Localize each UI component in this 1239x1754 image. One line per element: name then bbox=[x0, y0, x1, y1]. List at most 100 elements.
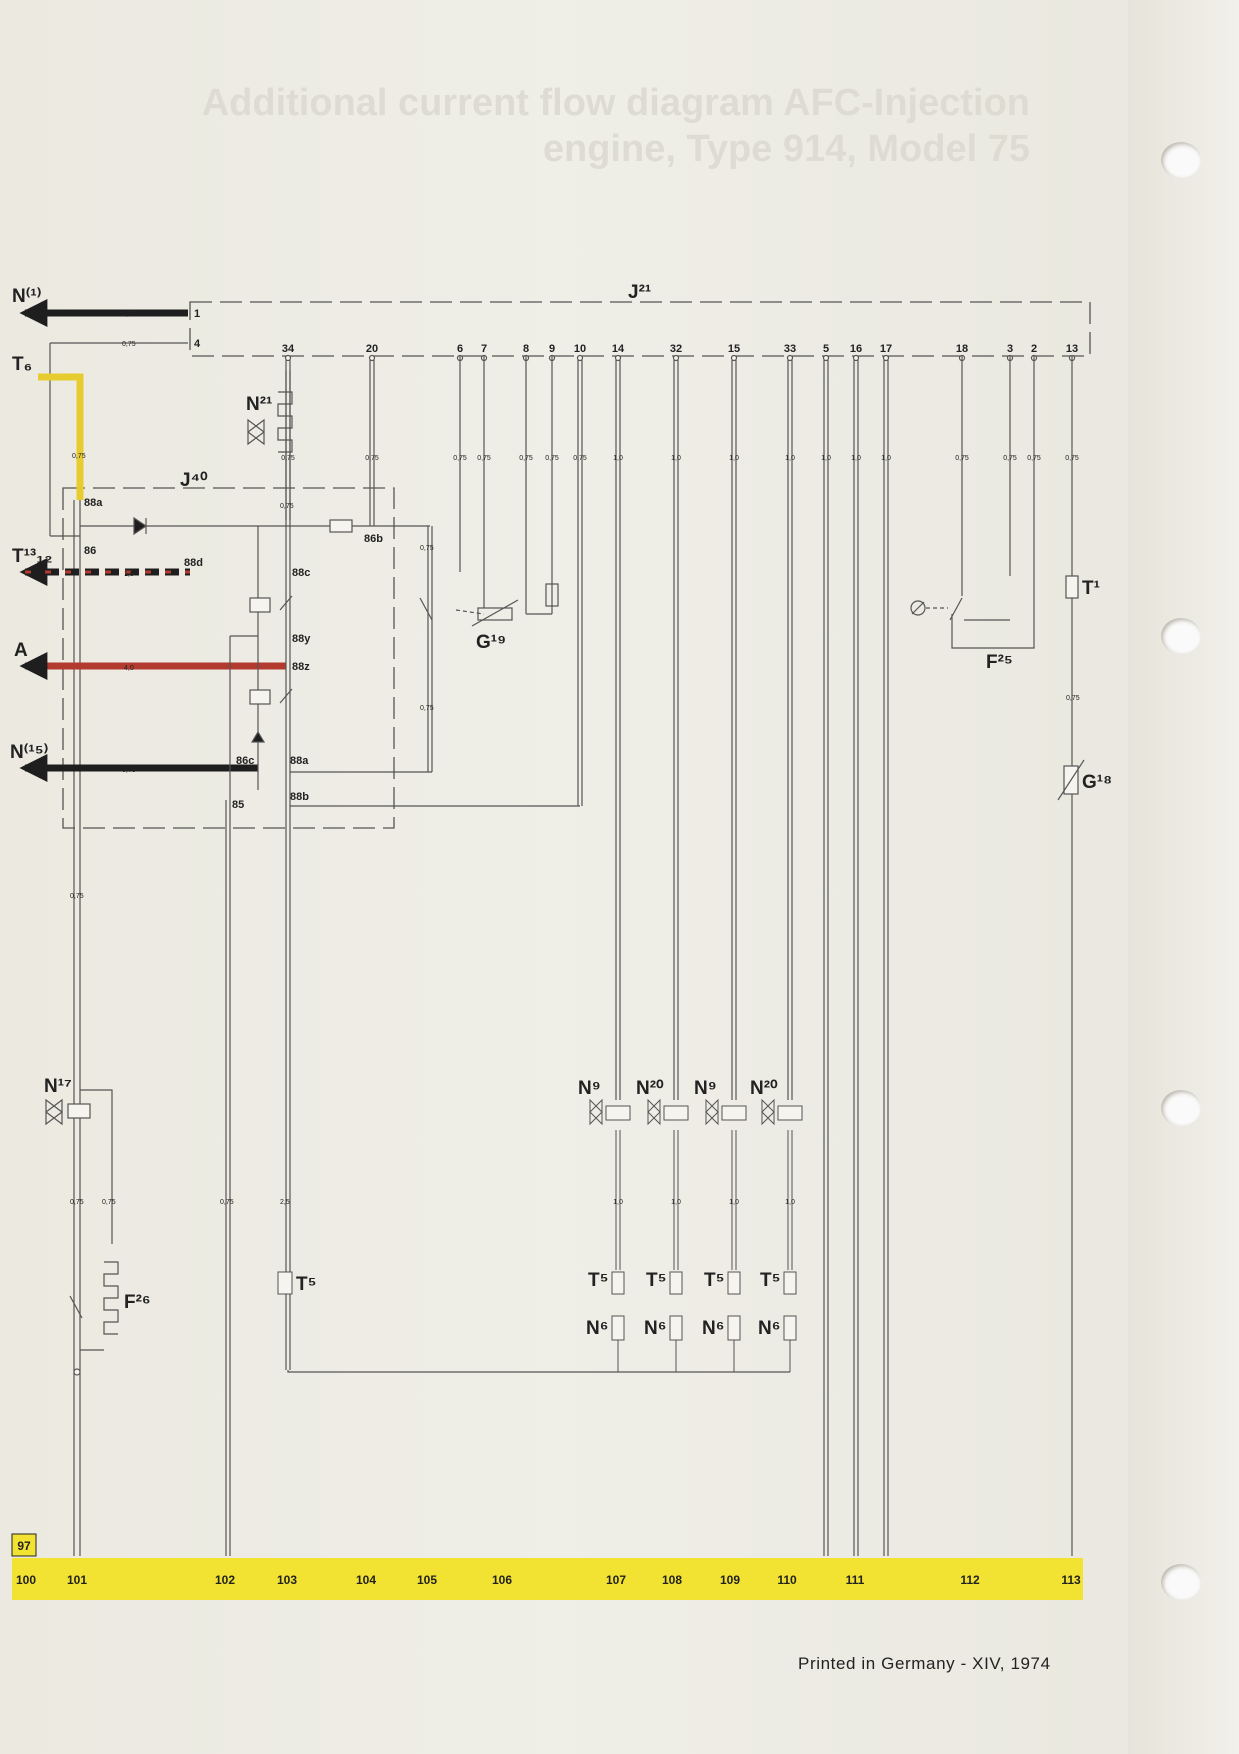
cold-start-group bbox=[45, 1089, 119, 1376]
gauge-label: 1,0 bbox=[729, 1199, 739, 1206]
pin-label-18: 18 bbox=[956, 343, 968, 355]
terminal-86b: 86b bbox=[364, 533, 383, 545]
injector-valve-icon bbox=[761, 1098, 775, 1126]
relay-j40-box bbox=[62, 487, 395, 829]
relay-switch-icon bbox=[279, 595, 293, 611]
resistor-icon bbox=[329, 519, 353, 533]
potentiometer-icon bbox=[477, 607, 513, 621]
relay-coil-icon bbox=[249, 689, 271, 705]
rail-number-101: 101 bbox=[67, 1573, 87, 1587]
gauge-label: 0,75 bbox=[1027, 455, 1041, 462]
rail-number-100: 100 bbox=[16, 1573, 36, 1587]
pin-label-4: 4 bbox=[194, 338, 201, 350]
terminal-86c: 86c bbox=[236, 755, 254, 767]
label-f25: F²⁵ bbox=[986, 652, 1013, 673]
pin-label-8: 8 bbox=[523, 343, 529, 355]
relay-switch-icon bbox=[279, 688, 293, 704]
terminal-88d: 88d bbox=[184, 557, 203, 569]
pin-label-10: 10 bbox=[574, 343, 586, 355]
gauge-label: 0,75 bbox=[573, 455, 587, 462]
label-t12: T¹³₁₂ bbox=[12, 546, 53, 567]
label-t5: T⁵ bbox=[646, 1270, 667, 1291]
gauge-label: 0,75 bbox=[545, 455, 559, 462]
terminal-85: 85 bbox=[232, 799, 244, 811]
pin-label-5: 5 bbox=[823, 343, 829, 355]
relay-coil-icon bbox=[67, 1103, 91, 1119]
injector-coil-icon bbox=[721, 1105, 747, 1121]
pin-label-3: 3 bbox=[1007, 343, 1013, 355]
gauge-label: 1,0 bbox=[671, 455, 681, 462]
rail-number-104: 104 bbox=[356, 1573, 376, 1587]
gauge-label: 0,75 bbox=[1065, 455, 1079, 462]
pin-label-17: 17 bbox=[880, 343, 892, 355]
diode-icon bbox=[250, 730, 266, 743]
gauge-label: 0,75 bbox=[70, 1199, 84, 1206]
rail-number-112: 112 bbox=[960, 1573, 980, 1587]
pin-label-9: 9 bbox=[549, 343, 555, 355]
label-t1: T¹ bbox=[1082, 578, 1100, 599]
rail-number-110: 110 bbox=[777, 1573, 797, 1587]
temperature-sensor-icon bbox=[611, 1271, 625, 1295]
label-n1: N⁽¹⁾ bbox=[12, 286, 41, 307]
gauge-label: 0,75 bbox=[122, 311, 136, 318]
terminal-86: 86 bbox=[84, 545, 96, 557]
gauge-label: 0,75 bbox=[72, 453, 86, 460]
label-n21: N²¹ bbox=[246, 394, 272, 415]
gauge-label: 0,75 bbox=[1066, 695, 1080, 702]
gauge-label: 0,75 bbox=[519, 455, 533, 462]
pin-terminal bbox=[786, 354, 794, 362]
temperature-sensor-icon bbox=[669, 1271, 683, 1295]
relay-icon bbox=[669, 1315, 683, 1341]
relay-coil-icon bbox=[249, 597, 271, 613]
temperature-sensor-icon bbox=[1065, 575, 1079, 599]
gauge-label: 1,0 bbox=[613, 1199, 623, 1206]
sensor-g19 bbox=[455, 356, 559, 627]
terminal-88a-2: 88a bbox=[290, 755, 309, 767]
title-line-2: engine, Type 914, Model 75 bbox=[542, 128, 1030, 170]
terminal-88a: 88a bbox=[84, 497, 103, 509]
gauge-label: 1,0 bbox=[785, 1199, 795, 1206]
rail-number-109: 109 bbox=[720, 1573, 740, 1587]
gauge-label: 1,0 bbox=[613, 455, 623, 462]
throttle-switch-icon bbox=[910, 600, 926, 616]
label-n6: N⁶ bbox=[644, 1318, 666, 1339]
gauge-label: 0,75 bbox=[122, 341, 136, 348]
terminal-88b: 88b bbox=[290, 791, 309, 803]
injector-coil-icon bbox=[605, 1105, 631, 1121]
pin-terminal bbox=[852, 354, 860, 362]
sheet-number-box bbox=[11, 1533, 37, 1557]
pin-terminal bbox=[730, 354, 738, 362]
pin-label-6: 6 bbox=[457, 343, 463, 355]
pin-label-7: 7 bbox=[481, 343, 487, 355]
sheet-number: 97 bbox=[17, 1539, 31, 1553]
gauge-label: 0,75 bbox=[220, 1199, 234, 1206]
gauge-label: 0,75 bbox=[420, 705, 434, 712]
terminal-88y: 88y bbox=[292, 633, 311, 645]
pin-label-2: 2 bbox=[1031, 343, 1037, 355]
pin-terminal bbox=[576, 354, 584, 362]
label-j21: J²¹ bbox=[628, 282, 651, 303]
label-t5: T⁵ bbox=[588, 1270, 609, 1291]
gauge-label: 0,75 bbox=[477, 455, 491, 462]
rail-number-113: 113 bbox=[1061, 1573, 1081, 1587]
gauge-label: 0,75 bbox=[102, 1199, 116, 1206]
gauge-label: 0,75 bbox=[1003, 455, 1017, 462]
switch-f25 bbox=[910, 356, 1035, 649]
pin-label-1: 1 bbox=[194, 308, 200, 320]
injector-valve-icon bbox=[647, 1098, 661, 1126]
gauge-label: 1,0 bbox=[124, 571, 134, 578]
ground-bus bbox=[287, 1370, 790, 1373]
valve-n21 bbox=[247, 391, 293, 453]
temperature-sensor-t5-icon bbox=[277, 1271, 293, 1295]
temperature-sensor-icon bbox=[727, 1271, 741, 1295]
rail-number-106: 106 bbox=[492, 1573, 512, 1587]
page-title: Additional current flow diagram AFC-Inje… bbox=[100, 80, 1030, 172]
rail-number-103: 103 bbox=[277, 1573, 297, 1587]
relay-icon bbox=[611, 1315, 625, 1341]
terminal-88c: 88c bbox=[292, 567, 310, 579]
